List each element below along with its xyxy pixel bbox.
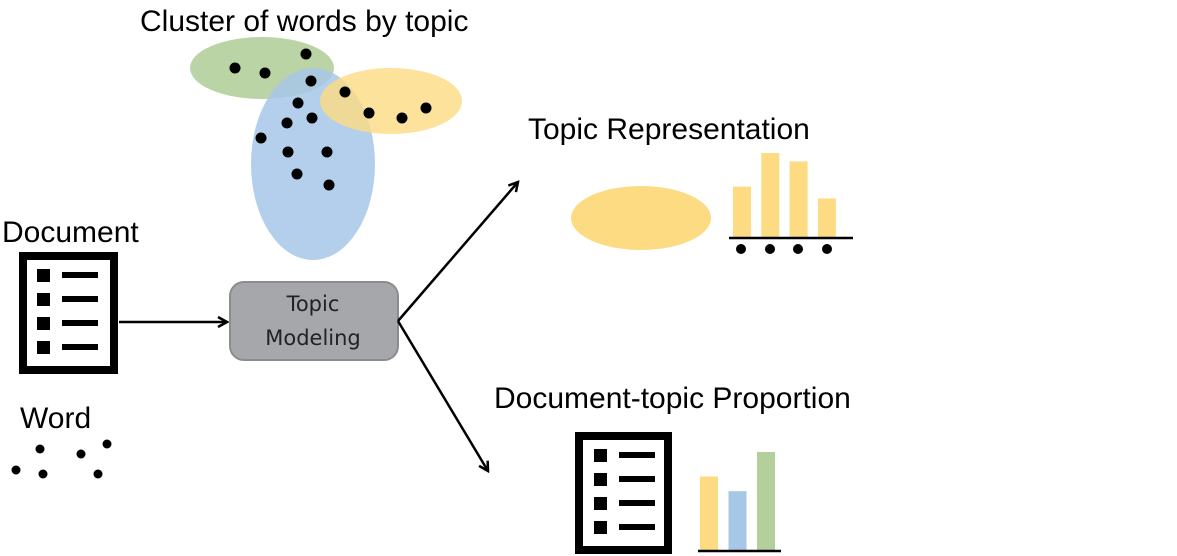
word-dot — [396, 112, 408, 124]
word-dot — [229, 62, 241, 74]
word-dots — [11, 439, 112, 479]
word-cluster — [190, 37, 462, 260]
doc-topic-proportion-chart — [700, 452, 775, 550]
word-dot — [420, 102, 432, 114]
word-dot — [292, 97, 304, 109]
topic-representation-title: Topic Representation — [528, 113, 810, 146]
chart-bar — [728, 491, 747, 550]
word-dot — [305, 75, 317, 87]
topic-modeling-box: Topic Modeling — [229, 281, 399, 361]
word-dot — [306, 112, 318, 124]
topic-representation-arrow — [397, 182, 518, 322]
document-label: Document — [2, 216, 139, 249]
chart-bar — [757, 452, 775, 550]
topic-word-dots — [736, 244, 832, 254]
word-dot — [300, 48, 312, 60]
word-dot — [259, 67, 271, 79]
word-dot — [339, 86, 351, 98]
document-icon — [19, 252, 118, 374]
word-dot — [363, 107, 375, 119]
doc-topic-proportion-title: Document-topic Proportion — [494, 382, 851, 415]
doc-topic-proportion-arrow — [396, 320, 488, 471]
chart-bar — [761, 153, 780, 237]
topic-ellipse — [571, 186, 711, 250]
word-dot — [321, 146, 333, 158]
output-document-icon — [575, 432, 672, 554]
chart-bar — [733, 186, 751, 237]
topic-representation-chart — [733, 153, 836, 237]
chart-bar — [789, 161, 808, 237]
word-dot — [255, 132, 267, 144]
chart-bar — [700, 476, 718, 550]
word-dot — [291, 168, 303, 180]
word-dot — [281, 117, 293, 129]
cluster-title: Cluster of words by topic — [140, 5, 468, 38]
word-dot — [323, 179, 335, 191]
yellow-topic-cluster — [320, 68, 462, 134]
chart-bar — [817, 198, 836, 237]
word-dot — [282, 146, 294, 158]
word-label: Word — [20, 402, 91, 435]
topic-modeling-label-line1: Topic — [286, 292, 340, 316]
topic-modeling-label-line2: Modeling — [265, 326, 361, 350]
